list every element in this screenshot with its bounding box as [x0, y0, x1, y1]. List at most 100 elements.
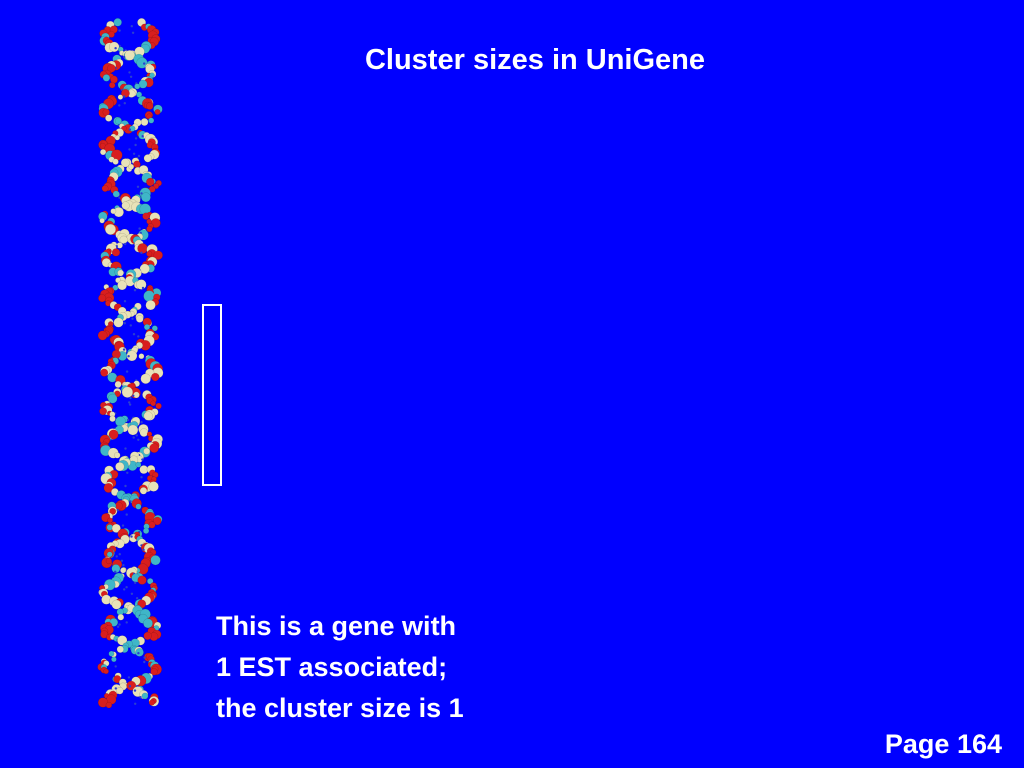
helix-atom: [145, 300, 156, 311]
helix-atom: [123, 95, 126, 98]
helix-atom: [142, 527, 150, 534]
helix-atom: [120, 567, 127, 574]
helix-atom: [129, 396, 132, 400]
helix-atom: [132, 394, 135, 397]
helix-atom: [97, 330, 108, 341]
helix-atom: [140, 192, 143, 195]
helix-atom: [102, 74, 111, 82]
helix-atom: [123, 588, 126, 591]
helix-atom: [109, 81, 116, 89]
helix-atom: [118, 29, 121, 32]
helix-atom: [135, 597, 139, 600]
helix-atom: [101, 185, 109, 192]
helix-atom: [105, 114, 113, 122]
helix-atom: [146, 578, 154, 585]
helix-atom: [128, 148, 131, 151]
helix-atom: [100, 368, 109, 377]
helix-atom: [128, 685, 132, 688]
helix-atom: [146, 250, 153, 257]
helix-atom: [120, 559, 124, 562]
helix-atom: [121, 88, 130, 98]
helix-atom: [102, 108, 110, 116]
helix-atom: [117, 613, 125, 621]
helix-atom: [131, 31, 135, 34]
helix-atom: [146, 177, 155, 187]
dna-helix-image: [84, 18, 180, 710]
helix-atom: [117, 635, 128, 646]
helix-atom: [99, 217, 105, 224]
helix-atom: [134, 702, 137, 705]
helix-atom: [106, 551, 113, 558]
helix-atom: [155, 402, 162, 410]
helix-atom: [114, 665, 117, 668]
helix-atom: [134, 581, 137, 584]
helix-atom: [130, 535, 133, 538]
helix-atom: [134, 143, 137, 147]
helix-atom: [112, 284, 119, 291]
helix-atom: [137, 575, 147, 585]
helix-atom: [114, 134, 120, 141]
helix-atom: [139, 428, 149, 437]
helix-atom: [136, 91, 143, 98]
helix-atom: [139, 696, 142, 699]
helix-atom: [129, 75, 133, 78]
helix-atom: [114, 452, 121, 459]
helix-atom: [136, 279, 147, 290]
helix-atom: [133, 289, 137, 292]
helix-atom: [140, 373, 151, 384]
helix-atom: [137, 154, 141, 158]
helix-atom: [137, 652, 140, 655]
helix-atom: [133, 391, 140, 399]
helix-atom: [123, 322, 126, 325]
helix-atom: [129, 500, 132, 503]
helix-atom: [130, 592, 134, 595]
helix-atom: [140, 476, 143, 479]
helix-atom: [114, 570, 117, 573]
helix-atom: [127, 355, 130, 358]
helix-atom: [105, 701, 113, 709]
helix-atom: [117, 280, 127, 291]
helix-atom: [111, 599, 122, 610]
helix-atom: [139, 263, 150, 274]
missing-glyph-box: [202, 304, 222, 486]
helix-atom: [148, 699, 155, 706]
helix-atom: [145, 102, 154, 110]
helix-atom: [123, 102, 126, 105]
helix-atom: [126, 418, 130, 422]
helix-atom: [112, 158, 119, 165]
slide-title: Cluster sizes in UniGene: [364, 44, 706, 76]
helix-atom: [129, 324, 132, 327]
helix-atom: [141, 458, 144, 461]
helix-atom: [143, 618, 153, 629]
helix-atom: [109, 415, 116, 422]
helix-atom: [135, 461, 142, 468]
helix-atom: [148, 481, 159, 492]
helix-atom: [150, 218, 161, 229]
helix-atom: [135, 434, 138, 437]
helix-atom: [122, 348, 126, 351]
helix-atom: [116, 645, 124, 653]
helix-atom: [107, 64, 116, 73]
helix-atom: [109, 41, 120, 53]
helix-atom: [134, 137, 138, 140]
helix-atom: [139, 487, 148, 495]
helix-atom: [135, 315, 144, 323]
helix-atom: [143, 62, 146, 65]
helix-atom: [148, 521, 156, 529]
helix-atom: [124, 50, 136, 61]
helix-atom: [103, 482, 114, 493]
helix-atom: [141, 192, 151, 203]
helix-atom: [143, 411, 153, 421]
caption-line-2: 1 EST associated;: [216, 652, 448, 682]
helix-atom: [114, 380, 122, 388]
helix-atom: [99, 407, 108, 416]
helix-atom: [135, 503, 142, 510]
helix-atom: [154, 108, 161, 115]
helix-atom: [132, 436, 135, 439]
caption-line-1: This is a gene with: [216, 611, 457, 641]
helix-atom: [151, 372, 160, 382]
helix-atom: [138, 353, 145, 360]
helix-atom: [111, 248, 121, 257]
helix-atom: [150, 668, 158, 676]
helix-atom: [124, 484, 127, 488]
